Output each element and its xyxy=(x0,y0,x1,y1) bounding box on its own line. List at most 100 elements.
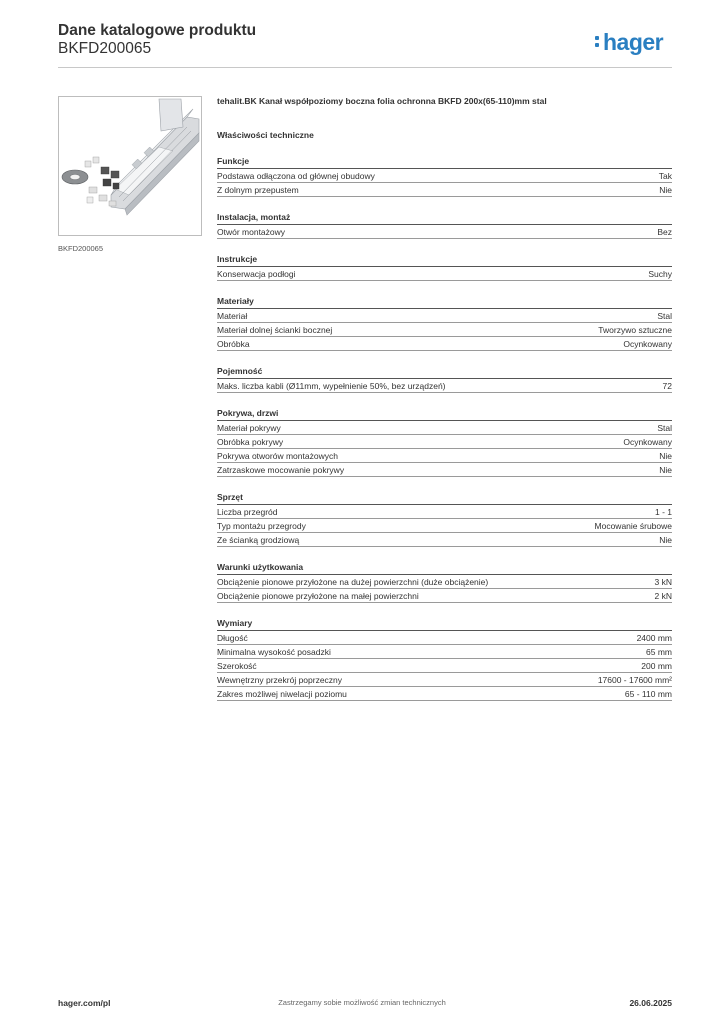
section-title: Instrukcje xyxy=(217,254,672,267)
property-label: Materiał dolnej ścianki bocznej xyxy=(217,325,333,335)
property-row: Obciążenie pionowe przyłożone na małej p… xyxy=(217,589,672,603)
property-label: Podstawa odłączona od głównej obudowy xyxy=(217,171,375,181)
property-row: Obciążenie pionowe przyłożone na dużej p… xyxy=(217,575,672,589)
property-value: 17600 - 17600 mm² xyxy=(597,675,672,685)
property-row: Liczba przegród 1 - 1 xyxy=(217,505,672,519)
property-row: Otwór montażowy Bez xyxy=(217,225,672,239)
property-label: Długość xyxy=(217,633,248,643)
footer-date: 26.06.2025 xyxy=(629,998,672,1008)
property-label: Ze ścianką grodziową xyxy=(217,535,300,545)
property-value: 1 - 1 xyxy=(654,507,672,517)
property-value: Suchy xyxy=(648,269,672,279)
property-row: Maks. liczba kabli (Ø11mm, wypełnienie 5… xyxy=(217,379,672,393)
section-title: Pojemność xyxy=(217,366,672,379)
property-label: Minimalna wysokość posadzki xyxy=(217,647,331,657)
property-row: Wewnętrzny przekrój poprzeczny 17600 - 17… xyxy=(217,673,672,687)
property-row: Typ montażu przegrody Mocowanie śrubowe xyxy=(217,519,672,533)
product-image xyxy=(58,96,202,236)
property-row: Obróbka pokrywy Ocynkowany xyxy=(217,435,672,449)
property-label: Materiał xyxy=(217,311,248,321)
footer-website: hager.com/pl xyxy=(58,998,111,1008)
property-label: Maks. liczba kabli (Ø11mm, wypełnienie 5… xyxy=(217,381,446,391)
property-value: Nie xyxy=(659,185,672,195)
footer-disclaimer: Zastrzegamy sobie możliwość zmian techni… xyxy=(278,998,446,1007)
property-value: 3 kN xyxy=(654,577,672,587)
image-caption: BKFD200065 xyxy=(58,244,104,253)
property-row: Ze ścianką grodziową Nie xyxy=(217,533,672,547)
property-value: Tworzywo sztuczne xyxy=(598,325,672,335)
property-label: Wewnętrzny przekrój poprzeczny xyxy=(217,675,343,685)
property-row: Zatrzaskowe mocowanie pokrywy Nie xyxy=(217,463,672,477)
property-row: Obróbka Ocynkowany xyxy=(217,337,672,351)
properties-heading: Właściwości techniczne xyxy=(217,130,314,140)
section-title: Pokrywa, drzwi xyxy=(217,408,672,421)
property-label: Szerokość xyxy=(217,661,257,671)
property-value: Tak xyxy=(658,171,672,181)
logo-mark-icon xyxy=(595,36,601,50)
property-label: Konserwacja podłogi xyxy=(217,269,296,279)
property-value: 200 mm xyxy=(641,661,672,671)
property-label: Z dolnym przepustem xyxy=(217,185,299,195)
property-value: 72 xyxy=(662,381,672,391)
property-label: Typ montażu przegrody xyxy=(217,521,306,531)
property-value: Ocynkowany xyxy=(623,339,672,349)
section-title: Materiały xyxy=(217,296,672,309)
property-value: 65 mm xyxy=(646,647,672,657)
datasheet-content: tehalit.BK Kanał współpoziomy boczna fol… xyxy=(217,96,672,701)
section-title: Instalacja, montaż xyxy=(217,212,672,225)
property-value: Nie xyxy=(659,451,672,461)
property-row: Szerokość 200 mm xyxy=(217,659,672,673)
property-value: Mocowanie śrubowe xyxy=(594,521,672,531)
property-row: Pokrywa otworów montażowych Nie xyxy=(217,449,672,463)
property-value: 2400 mm xyxy=(636,633,672,643)
property-value: Ocynkowany xyxy=(623,437,672,447)
header-divider xyxy=(58,67,672,68)
property-value: Nie xyxy=(659,465,672,475)
section-title: Funkcje xyxy=(217,156,672,169)
property-row: Zakres możliwej niwelacji poziomu 65 - 11… xyxy=(217,687,672,701)
property-value: Nie xyxy=(659,535,672,545)
product-code: BKFD200065 xyxy=(58,40,152,57)
property-label: Zatrzaskowe mocowanie pokrywy xyxy=(217,465,345,475)
property-row: Materiał Stal xyxy=(217,309,672,323)
property-label: Liczba przegród xyxy=(217,507,278,517)
section-title: Warunki użytkowania xyxy=(217,562,672,575)
section-title: Wymiary xyxy=(217,618,672,631)
logo-text: hager xyxy=(603,29,664,55)
property-value: 2 kN xyxy=(654,591,672,601)
hager-logo: hager xyxy=(595,28,675,58)
property-label: Obciążenie pionowe przyłożone na małej p… xyxy=(217,591,419,601)
property-value: Bez xyxy=(657,227,672,237)
property-row: Podstawa odłączona od głównej obudowy Tak xyxy=(217,169,672,183)
property-label: Materiał pokrywy xyxy=(217,423,281,433)
property-label: Otwór montażowy xyxy=(217,227,286,237)
cable-duct-illustration-icon xyxy=(61,98,200,216)
property-label: Zakres możliwej niwelacji poziomu xyxy=(217,689,347,699)
page-title: Dane katalogowe produktu xyxy=(58,22,257,39)
property-row: Materiał dolnej ścianki bocznej Tworzywo … xyxy=(217,323,672,337)
property-label: Obróbka xyxy=(217,339,250,349)
property-label: Pokrywa otworów montażowych xyxy=(217,451,338,461)
property-row: Minimalna wysokość posadzki 65 mm xyxy=(217,645,672,659)
section-title: Sprzęt xyxy=(217,492,672,505)
property-value: Stal xyxy=(657,311,672,321)
property-label: Obróbka pokrywy xyxy=(217,437,284,447)
property-label: Obciążenie pionowe przyłożone na dużej p… xyxy=(217,577,489,587)
product-description: tehalit.BK Kanał współpoziomy boczna fol… xyxy=(217,96,547,106)
property-row: Z dolnym przepustem Nie xyxy=(217,183,672,197)
property-row: Materiał pokrywy Stal xyxy=(217,421,672,435)
property-value: 65 - 110 mm xyxy=(624,689,672,699)
property-value: Stal xyxy=(657,423,672,433)
property-row: Długość 2400 mm xyxy=(217,631,672,645)
property-row: Konserwacja podłogi Suchy xyxy=(217,267,672,281)
